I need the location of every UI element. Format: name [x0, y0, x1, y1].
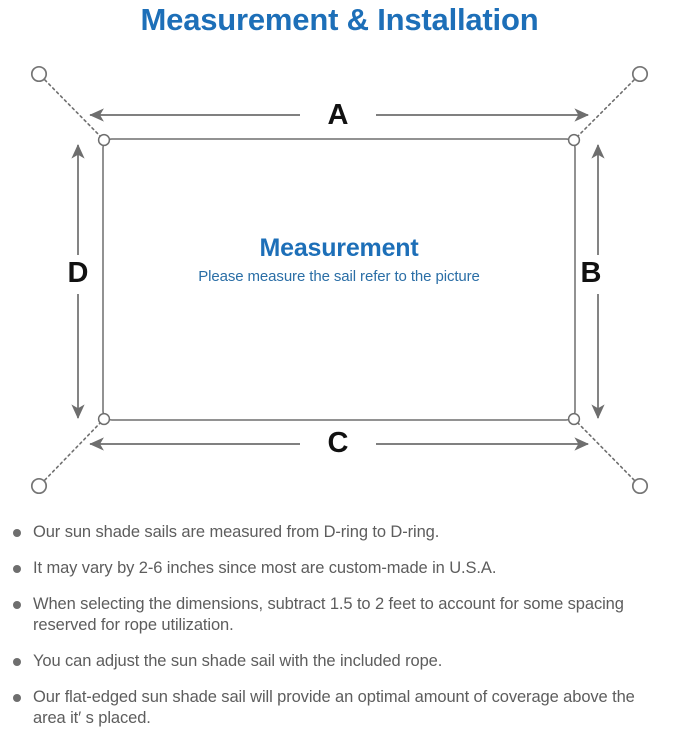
note-text: When selecting the dimensions, subtract … — [33, 595, 624, 634]
note-text: Our sun shade sails are measured from D-… — [33, 523, 440, 541]
sun-shade-sail-measurement-diagram: A B C D Measurement Please measure the s… — [0, 48, 679, 510]
dimension-label-c: C — [327, 427, 349, 459]
bullet-icon — [13, 658, 21, 666]
rope-top-right — [574, 75, 639, 140]
list-item: Our sun shade sails are measured from D-… — [0, 522, 679, 543]
anchor-point-bottom-right — [631, 477, 649, 495]
bullet-icon — [13, 601, 21, 609]
list-item: You can adjust the sun shade sail with t… — [0, 651, 679, 672]
dimension-label-a: A — [327, 99, 349, 131]
rope-bottom-left — [40, 419, 104, 485]
d-ring-top-right — [567, 133, 581, 147]
list-item: When selecting the dimensions, subtract … — [0, 594, 679, 636]
dimension-label-b: B — [580, 257, 602, 289]
d-ring-bottom-right — [567, 412, 581, 426]
list-item: Our flat-edged sun shade sail will provi… — [0, 687, 679, 729]
note-text: You can adjust the sun shade sail with t… — [33, 652, 443, 670]
note-text: Our flat-edged sun shade sail will provi… — [33, 688, 635, 727]
rope-bottom-right — [574, 419, 639, 485]
rope-top-left — [40, 75, 104, 140]
anchor-point-top-right — [631, 65, 649, 83]
bullet-icon — [13, 529, 21, 537]
notes-list: Our sun shade sails are measured from D-… — [0, 522, 679, 744]
d-ring-bottom-left — [97, 412, 111, 426]
bullet-icon — [13, 565, 21, 573]
bullet-icon — [13, 694, 21, 702]
d-ring-top-left — [97, 133, 111, 147]
sail-rectangle — [102, 138, 576, 421]
diagram-canvas — [30, 65, 649, 495]
anchor-point-bottom-left — [30, 477, 48, 495]
dimension-label-d: D — [67, 257, 89, 289]
sail-subheading: Please measure the sail refer to the pic… — [198, 268, 480, 285]
list-item: It may vary by 2-6 inches since most are… — [0, 558, 679, 579]
sail-heading: Measurement — [259, 234, 419, 262]
note-text: It may vary by 2-6 inches since most are… — [33, 559, 497, 577]
anchor-point-top-left — [30, 65, 48, 83]
sail-label-group: Measurement Please measure the sail refe… — [103, 233, 575, 288]
page-title: Measurement & Installation — [140, 2, 539, 37]
